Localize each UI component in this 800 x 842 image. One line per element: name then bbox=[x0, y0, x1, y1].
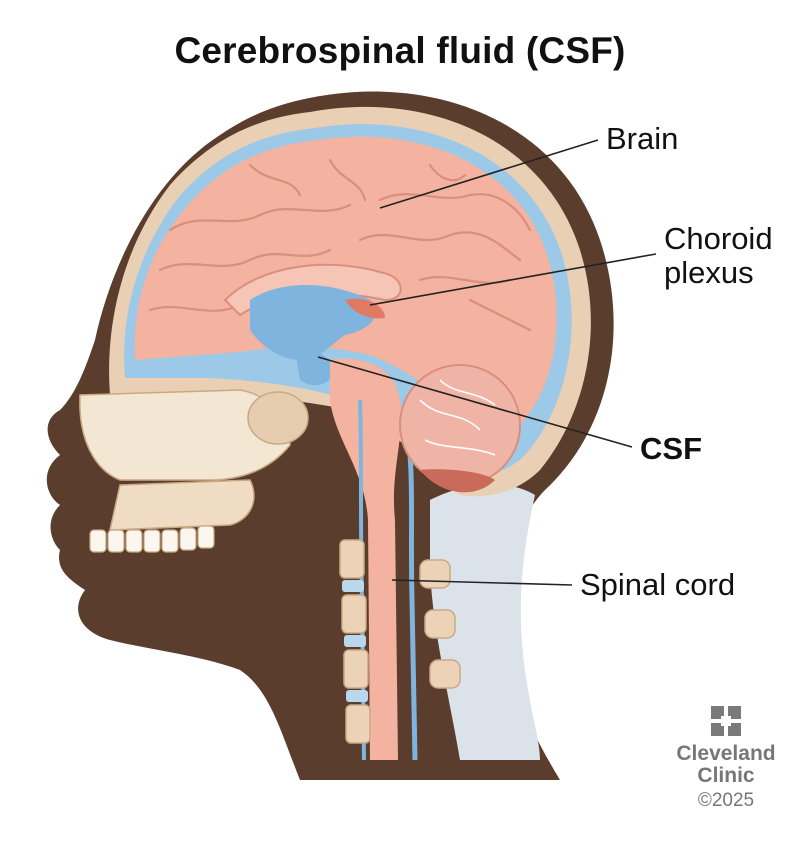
leader-line-csf bbox=[317, 356, 633, 448]
upper-jaw bbox=[109, 479, 255, 531]
cerebellum-base bbox=[420, 469, 495, 493]
cerebellum bbox=[399, 364, 521, 486]
neck-muscle bbox=[430, 484, 540, 760]
leader-line-brain bbox=[379, 139, 599, 209]
label-brain: Brain bbox=[606, 121, 679, 156]
cleveland-clinic-logo-icon bbox=[711, 706, 741, 736]
copyright: ©2025 bbox=[697, 790, 755, 811]
cerebellum-folia bbox=[419, 379, 496, 456]
leader-lines bbox=[317, 139, 657, 586]
label-spinal-cord: Spinal cord bbox=[580, 567, 736, 602]
logo-brand-line2: Clinic bbox=[697, 764, 755, 787]
intervertebral-discs bbox=[342, 580, 368, 702]
teeth bbox=[89, 525, 215, 553]
ventricle-lower bbox=[295, 348, 335, 386]
vertebrae bbox=[339, 539, 461, 744]
cleveland-clinic-logo: Cleveland Clinic ©2025 bbox=[668, 705, 784, 813]
label-choroid-plexus: Choroid plexus bbox=[664, 222, 773, 290]
ventricle bbox=[250, 285, 376, 360]
brainstem bbox=[330, 358, 402, 760]
label-choroid-line1: Choroid bbox=[664, 221, 773, 256]
leader-line-spinal-cord bbox=[391, 579, 573, 586]
ear-bone bbox=[247, 391, 309, 445]
label-csf: CSF bbox=[640, 431, 702, 466]
logo-brand-line1: Cleveland bbox=[676, 742, 776, 765]
label-choroid-line2: plexus bbox=[664, 255, 754, 290]
leader-line-choroid-plexus bbox=[369, 253, 657, 306]
diagram-title: Cerebrospinal fluid (CSF) bbox=[174, 30, 626, 71]
brain-gyri bbox=[148, 158, 532, 332]
